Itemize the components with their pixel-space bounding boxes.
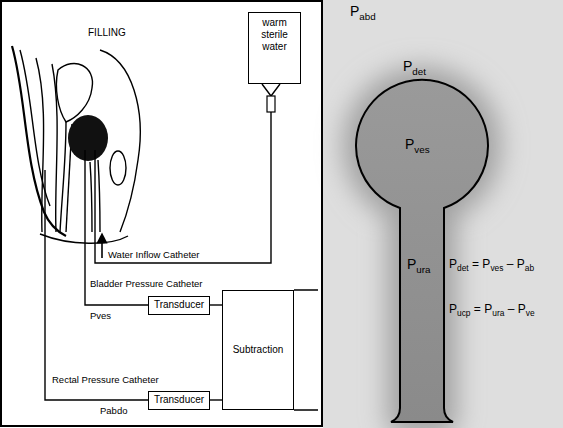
- pelvis-section: [12, 46, 140, 243]
- text-part: –: [503, 257, 516, 271]
- drip-chamber: [267, 96, 275, 112]
- water-bag: warm sterile water: [248, 12, 301, 84]
- text-part: P: [350, 3, 359, 19]
- subscript: ura: [492, 308, 504, 318]
- urethra: [98, 160, 100, 232]
- catheter-label: Water Inflow Catheter: [108, 250, 200, 261]
- text-part: P: [518, 302, 526, 316]
- bag-neck: [262, 84, 280, 96]
- stage-title: FILLING: [88, 27, 126, 39]
- subscript: ab: [525, 263, 534, 273]
- pressure-label: Pves: [405, 136, 430, 152]
- signal-label: Pves: [90, 311, 111, 322]
- equation: Pucp = Pura – Pve: [449, 303, 535, 317]
- organ-haze: [356, 80, 488, 422]
- subscript: ve: [526, 308, 535, 318]
- flow-arrow: [101, 238, 103, 258]
- text-part: –: [504, 302, 517, 316]
- subscript: ura: [416, 264, 430, 275]
- bladder-urethra-outline: PdetPvesPura: [345, 56, 500, 426]
- transducer-box: Transducer: [148, 391, 210, 410]
- catheter-label: Rectal Pressure Catheter: [52, 375, 159, 386]
- box-text: warm sterile water: [249, 13, 300, 53]
- signal-label: Pabdo: [100, 406, 127, 417]
- organ-outline: [345, 56, 500, 426]
- box-text: Transducer: [154, 299, 204, 311]
- text-part: =: [471, 302, 485, 316]
- output-leads: [294, 290, 318, 410]
- perineum: [40, 234, 128, 243]
- text-part: P: [407, 256, 416, 272]
- rectum-wall: [36, 58, 44, 232]
- catheter-label: Bladder Pressure Catheter: [90, 279, 202, 290]
- water-inflow-tube: [95, 112, 271, 263]
- subscript: ves: [414, 144, 429, 155]
- box-text: Subtraction: [233, 344, 284, 356]
- transducer-box: Transducer: [148, 296, 210, 315]
- text-part: P: [403, 58, 412, 74]
- pressure-label: Pura: [407, 256, 431, 272]
- subtraction-box: Subtraction: [222, 290, 294, 410]
- bladder-shape: [356, 80, 488, 422]
- pubic-bone: [110, 151, 126, 185]
- subscript: ves: [490, 263, 503, 273]
- uterus: [56, 64, 92, 122]
- box-text: Transducer: [154, 394, 204, 406]
- urethra: [90, 162, 92, 232]
- pressure-label: Pabd: [350, 3, 376, 19]
- signal-wire: [210, 399, 222, 400]
- text-part: P: [405, 136, 414, 152]
- pressure-label: Pdet: [403, 58, 426, 74]
- subscript: det: [412, 66, 426, 77]
- text-part: =: [469, 257, 483, 271]
- bladder-filled: [68, 115, 108, 161]
- subscript: det: [457, 263, 469, 273]
- equation: Pdet = Pves – Pab: [449, 258, 534, 272]
- subscript: abd: [359, 11, 375, 22]
- vagina: [60, 122, 66, 232]
- text-part: P: [482, 257, 490, 271]
- text-part: P: [484, 302, 492, 316]
- text-part: P: [517, 257, 525, 271]
- right-panel-ground: [323, 0, 563, 428]
- text-part: P: [449, 257, 457, 271]
- panel-frame: [1, 1, 322, 426]
- signal-wire: [210, 304, 222, 305]
- subscript: ucp: [457, 308, 471, 318]
- text-part: P: [449, 302, 457, 316]
